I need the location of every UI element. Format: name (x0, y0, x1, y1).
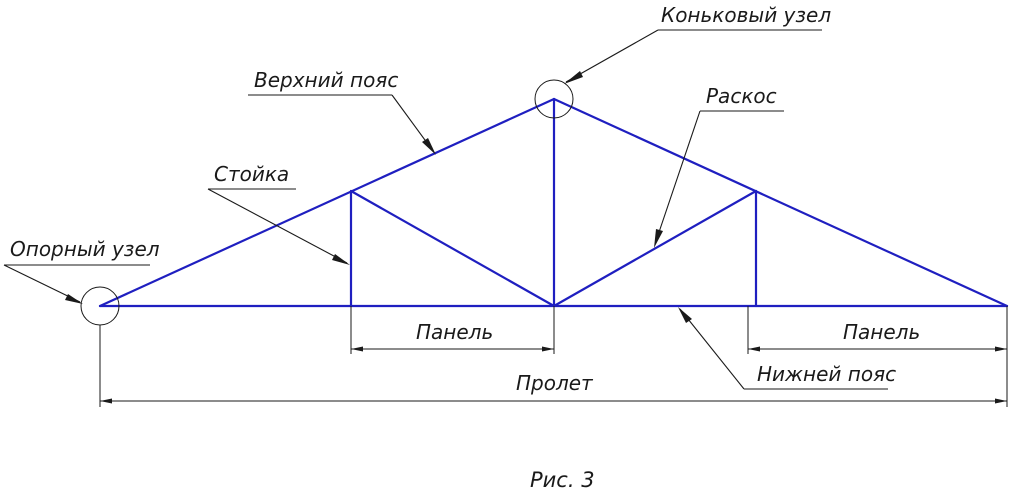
bottom-chord-callout: Нижней пояс (678, 307, 896, 390)
post-callout: Стойка (207, 162, 350, 265)
ridge-node-label: Коньковый узел (661, 3, 831, 27)
diagonal-callout: Раскос (654, 84, 784, 248)
panel-left-label: Панель (416, 320, 493, 344)
truss (98, 97, 1009, 308)
bottom-chord-label: Нижней пояс (757, 362, 896, 386)
panel-left-dimension: Панель (351, 320, 554, 352)
support-node-label: Опорный узел (10, 237, 160, 261)
diagonal-right (552, 189, 758, 308)
panel-right-dimension: Панель (748, 320, 1007, 352)
diagonal-label: Раскос (706, 84, 777, 108)
diagonal-left (349, 189, 556, 308)
ridge-node-callout: Коньковый узел (564, 3, 831, 84)
top-chord-right (552, 97, 1009, 308)
ridge-node-circle (534, 79, 574, 119)
extension-lines (99, 306, 1008, 407)
post-label: Стойка (214, 162, 289, 186)
span-dimension: Пролет (100, 371, 1007, 404)
figure-caption: Рис. 3 (530, 468, 595, 492)
top-chord-label: Верхний пояс (254, 68, 398, 92)
panel-right-label: Панель (843, 320, 920, 344)
span-label: Пролет (516, 371, 594, 395)
top-chord-left (98, 97, 556, 308)
support-node-callout: Опорный узел (3, 237, 160, 304)
top-chord-callout: Верхний пояс (248, 68, 436, 155)
